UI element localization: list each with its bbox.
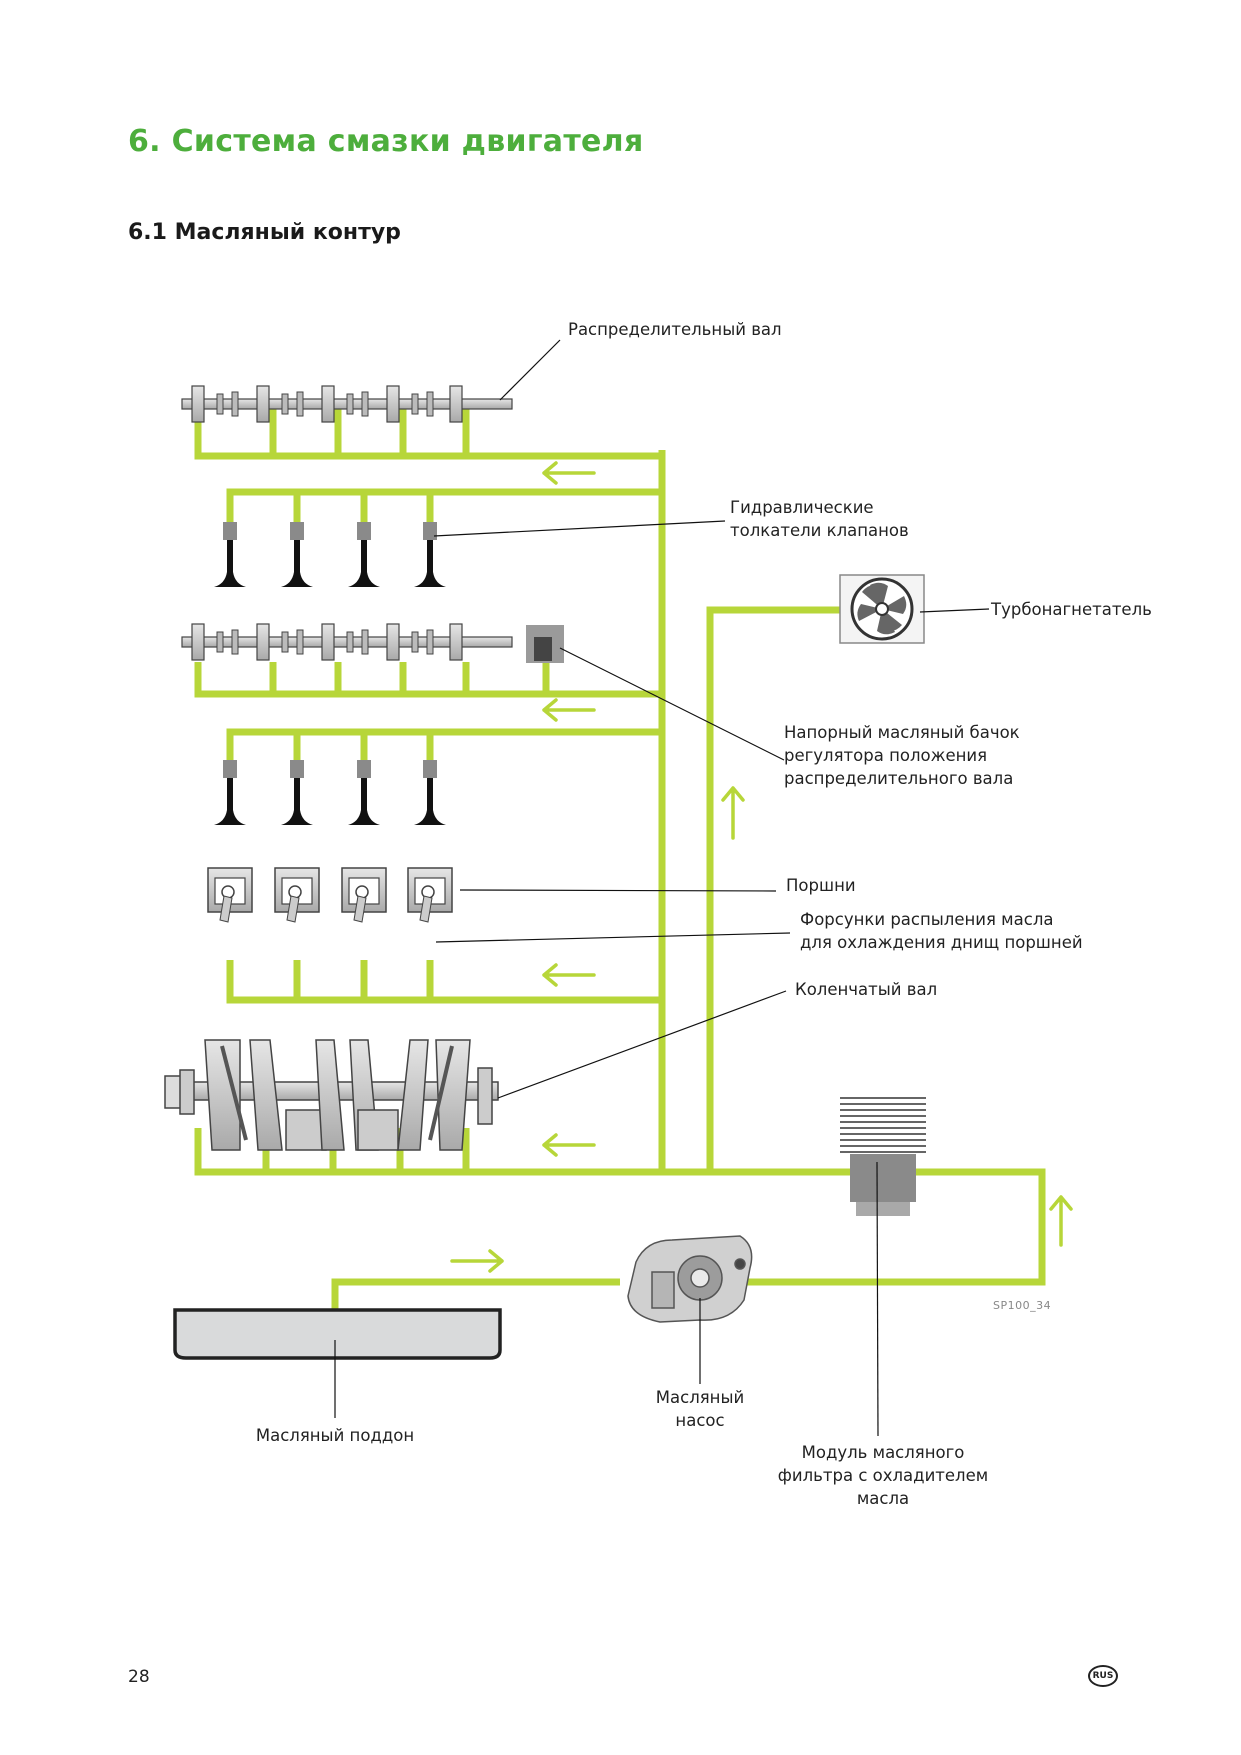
oil-lines	[194, 402, 1046, 1310]
filter-module-label-line1: Модуль масляного	[801, 1443, 965, 1462]
oil-pump-label-line2: насос	[675, 1411, 725, 1430]
pressure-tank-label-line2: регулятора положения	[784, 746, 988, 765]
turbocharger-icon	[839, 574, 925, 644]
pressure-tank-label-line3: распределительного вала	[784, 769, 1014, 788]
hydraulic-lifters-label: Гидравлические толкатели клапанов	[730, 496, 909, 542]
pressure-tank-label: Напорный масляный бачок регулятора полож…	[784, 721, 1020, 790]
page-title: 6. Система смазки двигателя	[128, 124, 644, 159]
hydraulic-lifters-label-line1: Гидравлические	[730, 498, 874, 517]
oil-filter-module-icon	[840, 1097, 926, 1216]
hydraulic-lifters-label-line2: толкатели клапанов	[730, 521, 909, 540]
valve-lifter-icon	[214, 522, 446, 825]
turbocharger-label: Турбонагнетатель	[991, 600, 1152, 619]
flow-arrow-icon	[450, 461, 1073, 1273]
spray-jets-label-line1: Форсунки распыления масла	[800, 910, 1054, 929]
oil-pump-label-line1: Масляный	[655, 1388, 745, 1407]
oil-pan-label: Масляный поддон	[255, 1426, 415, 1445]
crankshaft-label: Коленчатый вал	[795, 980, 938, 999]
section-title: 6.1 Масляный контур	[128, 220, 401, 245]
language-badge: RUS	[1088, 1665, 1118, 1687]
spray-jets-label: Форсунки распыления масла для охлаждения…	[800, 908, 1083, 954]
page-number: 28	[128, 1667, 150, 1687]
figure-code: SP100_34	[993, 1299, 1052, 1312]
pressure-tank-label-line1: Напорный масляный бачок	[784, 723, 1020, 742]
oil-pump-label: Масляный насос	[630, 1386, 770, 1432]
oil-pan-icon	[173, 1308, 502, 1360]
camshaft-label: Распределительный вал	[568, 320, 782, 339]
filter-module-label-line2: фильтра с охладителем	[777, 1466, 989, 1485]
crankshaft-icon	[164, 1039, 499, 1151]
piston-icon	[207, 867, 453, 923]
pressure-tank-icon	[526, 625, 564, 663]
oil-pump-icon	[627, 1235, 753, 1323]
spray-jets-label-line2: для охлаждения днищ поршней	[800, 933, 1083, 952]
filter-module-label: Модуль масляного фильтра с охладителем м…	[768, 1441, 998, 1510]
pistons-label: Поршни	[786, 876, 856, 895]
camshaft-icon	[181, 385, 513, 423]
filter-module-label-line3: масла	[856, 1489, 910, 1508]
camshaft-icon	[181, 623, 513, 661]
leader-lines	[334, 339, 990, 1437]
